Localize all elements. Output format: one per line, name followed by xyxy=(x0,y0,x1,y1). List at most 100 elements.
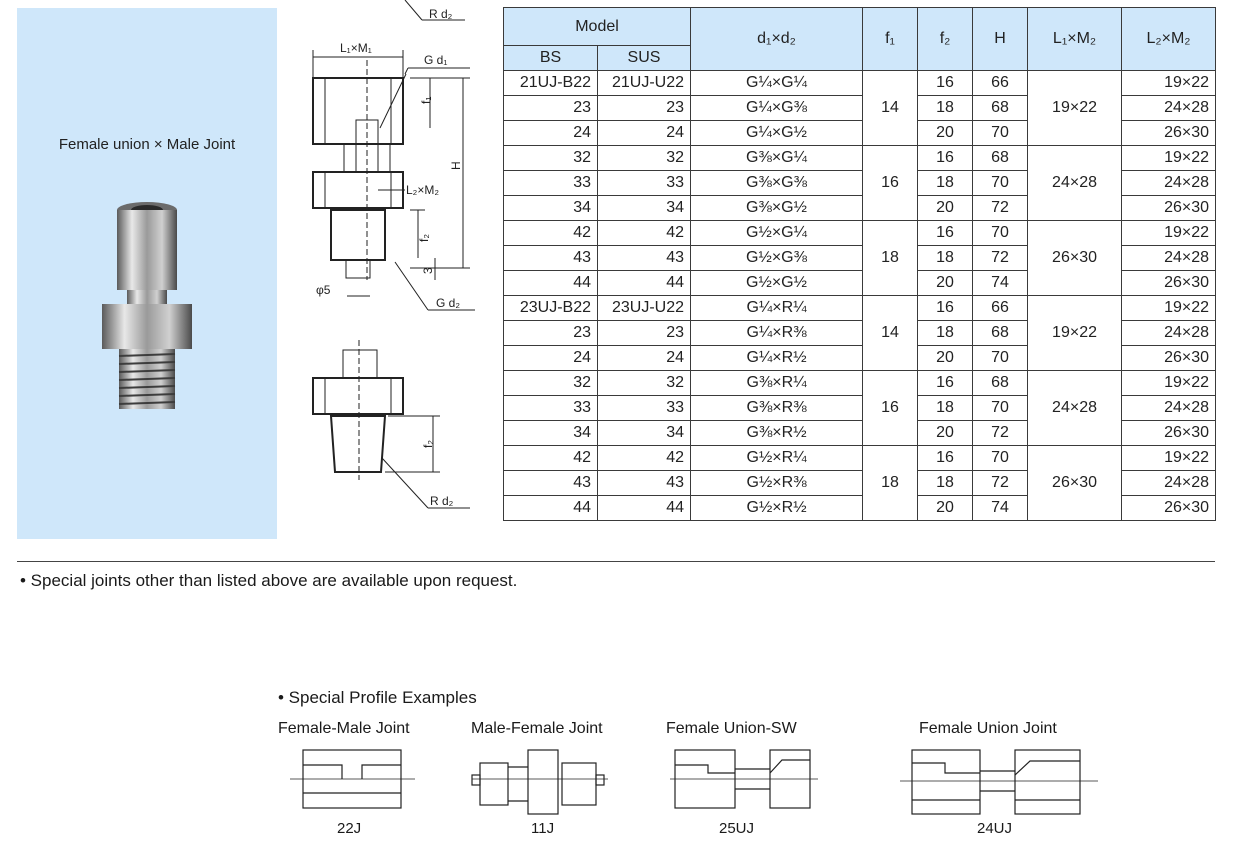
cell-f2: 18 xyxy=(917,470,974,496)
cell-d: G⅜×R½ xyxy=(690,420,864,446)
cell-sus: 33 xyxy=(596,395,692,421)
cell-bs: 34 xyxy=(503,420,598,446)
cell-d: G½×R¼ xyxy=(690,445,864,471)
cell-l2m2: 19×22 xyxy=(1121,445,1217,471)
example-label-24uj: Female Union Joint xyxy=(919,720,1057,737)
cell-d: G½×G⅜ xyxy=(690,245,864,271)
table-row: 34 34 G⅜×R½ 20 72 26×30 xyxy=(503,420,1217,446)
cell-f2: 16 xyxy=(917,295,974,321)
cell-bs: 44 xyxy=(503,270,598,296)
cell-bs: 42 xyxy=(503,445,598,471)
cell-l1m2: 26×30 xyxy=(1027,220,1123,296)
example-label-22j: Female-Male Joint xyxy=(278,720,410,737)
cell-f1: 16 xyxy=(862,370,919,446)
cell-h: 70 xyxy=(972,170,1029,196)
example-code-25uj: 25UJ xyxy=(719,820,755,837)
label-gd1: G d₁ xyxy=(424,53,447,67)
cell-sus: 42 xyxy=(596,220,692,246)
label-f1: f₁ xyxy=(419,97,433,104)
cell-sus: 34 xyxy=(596,420,692,446)
cell-h: 68 xyxy=(972,95,1029,121)
cell-l1m2: 24×28 xyxy=(1027,145,1123,221)
technical-drawing: R d₂ L₁×M₁ G d₁ f₁ H L₂×M₂ f₂ 3 φ5 G d₂ … xyxy=(312,0,475,509)
cell-sus: 32 xyxy=(596,370,692,396)
cell-d: G¼×R¼ xyxy=(690,295,864,321)
cell-l1m2: 19×22 xyxy=(1027,70,1123,146)
cell-sus: 44 xyxy=(596,270,692,296)
cell-l1m2: 19×22 xyxy=(1027,295,1123,371)
cell-l2m2: 24×28 xyxy=(1121,95,1217,121)
cell-l2m2: 26×30 xyxy=(1121,195,1217,221)
cell-d: G¼×G⅜ xyxy=(690,95,864,121)
cell-l2m2: 19×22 xyxy=(1121,370,1217,396)
cell-bs: 43 xyxy=(503,470,598,496)
examples-title: • Special Profile Examples xyxy=(278,688,477,707)
profile-24uj xyxy=(900,749,1098,815)
cell-bs: 21UJ-B22 xyxy=(503,70,598,96)
cell-l2m2: 24×28 xyxy=(1121,320,1217,346)
table-row: 23 23 G¼×R⅜ 18 68 24×28 xyxy=(503,320,1217,346)
label-rd2-top: R d₂ xyxy=(429,7,453,21)
cell-h: 74 xyxy=(972,270,1029,296)
cell-l2m2: 24×28 xyxy=(1121,170,1217,196)
cell-f2: 20 xyxy=(917,420,974,446)
spec-table: Model d₁×d₂ f₁ f₂ H L₁×M₂ L₂×M₂ BS SUS 2… xyxy=(502,7,1217,521)
cell-bs: 23 xyxy=(503,320,598,346)
cell-bs: 23 xyxy=(503,95,598,121)
cell-sus: 44 xyxy=(596,495,692,521)
cell-f2: 16 xyxy=(917,145,974,171)
cell-f2: 16 xyxy=(917,370,974,396)
joint-photo xyxy=(102,202,192,409)
table-row: 43 43 G½×G⅜ 18 72 24×28 xyxy=(503,245,1217,271)
cell-h: 74 xyxy=(972,495,1029,521)
cell-f2: 20 xyxy=(917,195,974,221)
label-three: 3 xyxy=(421,267,435,274)
header-l1m2: L₁×M₂ xyxy=(1027,7,1123,71)
profile-22j xyxy=(290,749,415,809)
header-bs: BS xyxy=(503,45,598,71)
cell-h: 68 xyxy=(972,370,1029,396)
availability-note: • Special joints other than listed above… xyxy=(20,571,518,590)
cell-bs: 23UJ-B22 xyxy=(503,295,598,321)
cell-h: 70 xyxy=(972,220,1029,246)
label-phi5: φ5 xyxy=(316,283,331,297)
table-row: 33 33 G⅜×R⅜ 18 70 24×28 xyxy=(503,395,1217,421)
cell-h: 72 xyxy=(972,470,1029,496)
cell-h: 68 xyxy=(972,320,1029,346)
cell-l2m2: 26×30 xyxy=(1121,120,1217,146)
cell-l2m2: 26×30 xyxy=(1121,270,1217,296)
cell-d: G¼×G¼ xyxy=(690,70,864,96)
cell-l2m2: 19×22 xyxy=(1121,295,1217,321)
table-row: 32 32 G⅜×G¼ 16 16 68 24×28 19×22 xyxy=(503,145,1217,221)
product-panel: Female union × Male Joint xyxy=(17,8,277,539)
cell-l1m2: 24×28 xyxy=(1027,370,1123,446)
cell-f2: 16 xyxy=(917,70,974,96)
cell-f2: 18 xyxy=(917,95,974,121)
cell-l2m2: 24×28 xyxy=(1121,245,1217,271)
cell-bs: 32 xyxy=(503,145,598,171)
table-row: 44 44 G½×G½ 20 74 26×30 xyxy=(503,270,1217,296)
cell-d: G½×R⅜ xyxy=(690,470,864,496)
table-row: 23 23 G¼×G⅜ 18 68 24×28 xyxy=(503,95,1217,121)
cell-bs: 42 xyxy=(503,220,598,246)
cell-bs: 32 xyxy=(503,370,598,396)
cell-h: 70 xyxy=(972,395,1029,421)
cell-h: 66 xyxy=(972,295,1029,321)
cell-f2: 16 xyxy=(917,445,974,471)
cell-f1: 18 xyxy=(862,445,919,521)
label-l1m1: L₁×M₁ xyxy=(340,41,372,55)
example-label-11j: Male-Female Joint xyxy=(471,720,603,737)
table-row: 42 42 G½×G¼ 18 16 70 26×30 19×22 xyxy=(503,220,1217,296)
cell-bs: 24 xyxy=(503,120,598,146)
product-title: Female union × Male Joint xyxy=(58,136,236,153)
cell-sus: 43 xyxy=(596,245,692,271)
cell-d: G⅜×G⅜ xyxy=(690,170,864,196)
cell-d: G¼×R⅜ xyxy=(690,320,864,346)
header-f2: f₂ xyxy=(917,7,974,71)
cell-f2: 20 xyxy=(917,345,974,371)
cell-d: G⅜×R¼ xyxy=(690,370,864,396)
cell-h: 70 xyxy=(972,445,1029,471)
table-row: 24 24 G¼×R½ 20 70 26×30 xyxy=(503,345,1217,371)
example-label-25uj: Female Union-SW xyxy=(666,720,797,737)
cell-f2: 20 xyxy=(917,120,974,146)
